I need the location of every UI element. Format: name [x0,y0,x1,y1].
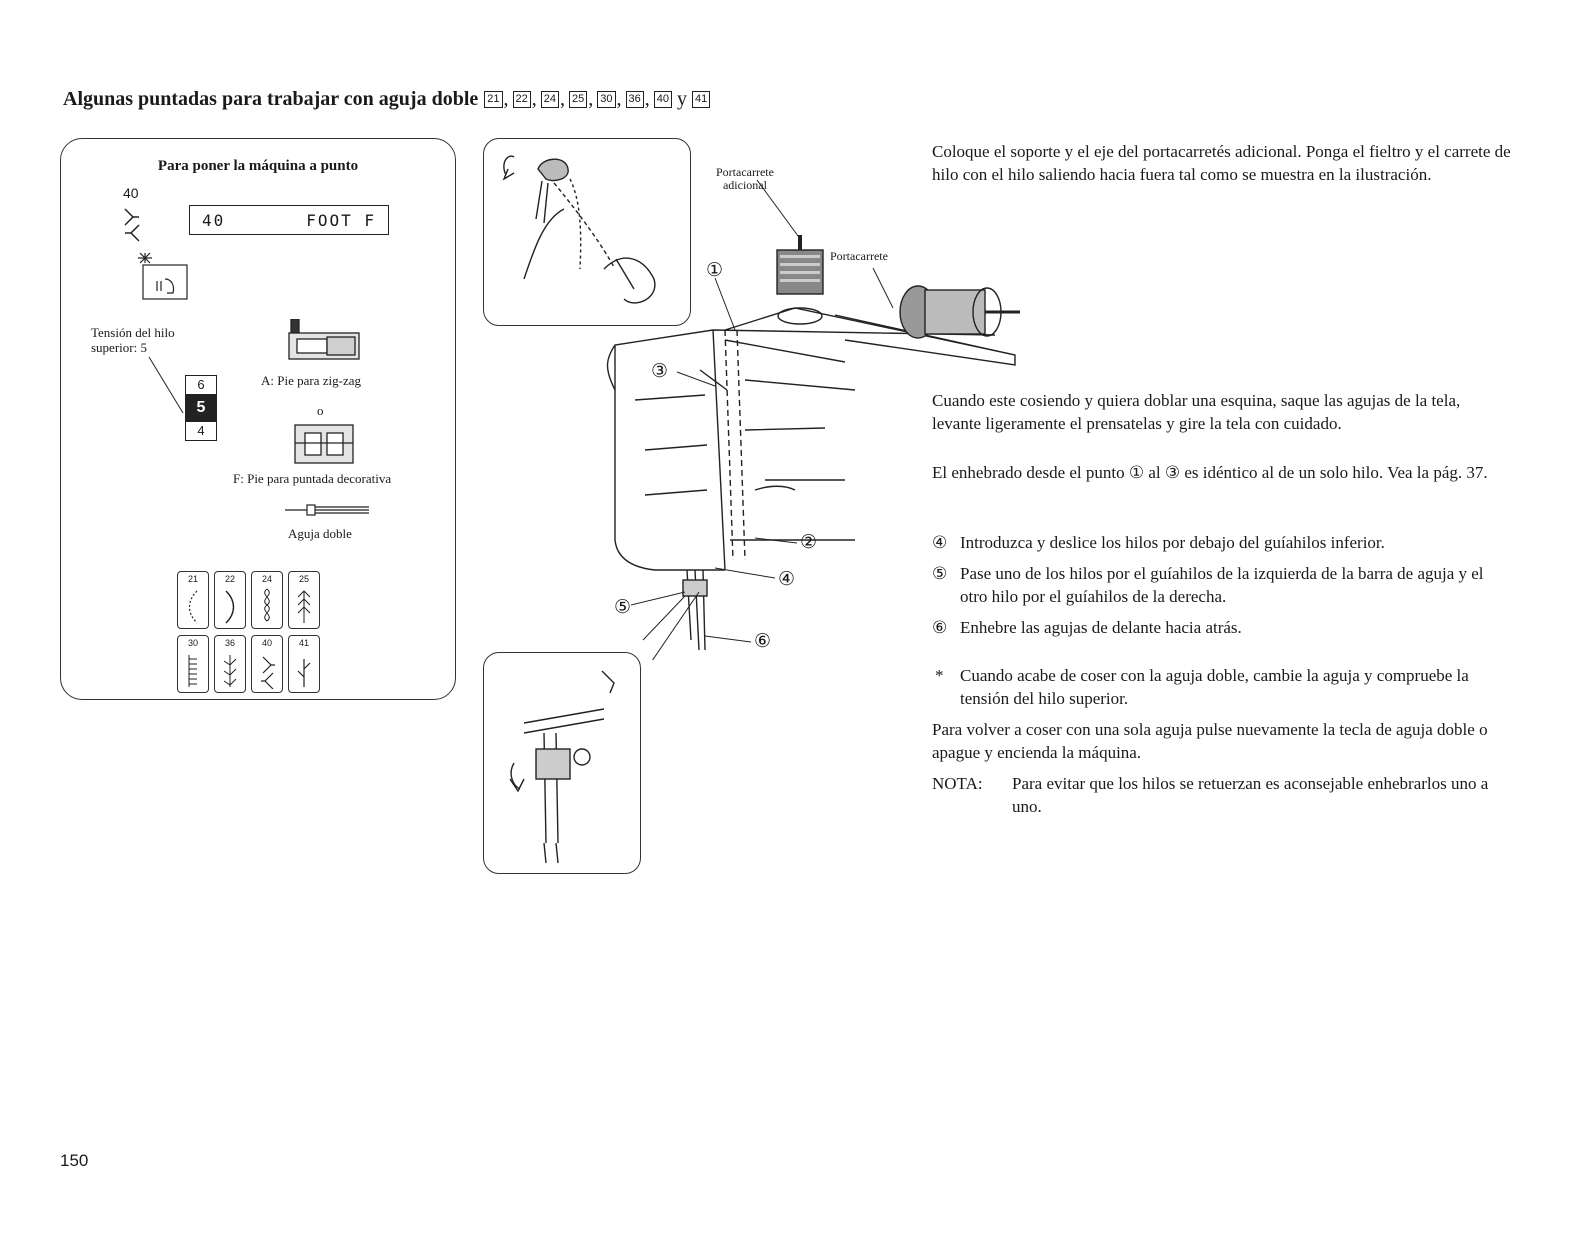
pattern-badge: 24 [540,91,560,108]
twin-needle-key-icon [138,252,188,300]
tension-dial: 6 5 4 [185,375,217,441]
note-paragraph: * Cuando acabe de coser con la aguja dob… [935,666,1469,708]
spool-pin-label: Portacarrete [830,249,888,263]
twin-needle-label: Aguja doble [288,526,352,541]
pattern-badge: 30 [597,91,616,108]
extra-spool-pin-label: Portacarrete adicional [716,165,774,192]
nota-block: NOTA: Para evitar que los hilos se retue… [932,772,1492,818]
foot-f-label: F: Pie para puntada decorativa [233,471,392,486]
nota-text: Para evitar que los hilos se retuerzan e… [1012,774,1489,816]
pattern-tile-grid: 21 22 24 25 30 36 40 41 [177,571,320,693]
foot-a-label: A: Pie para zig-zag [261,373,361,388]
callout-5: ⑤ [614,597,632,618]
page-number: 150 [60,1151,89,1170]
pointer-line [148,356,184,414]
corner-paragraph: Cuando este cosiendo y quiera doblar una… [932,391,1461,433]
pattern-badge: 21 [484,91,503,108]
pattern-tile-21: 21 [177,571,209,629]
hands-threading-illustration [502,155,656,304]
pattern-tile-24: 24 [251,571,283,629]
heading-pattern-list: 21, 22, 24, 25, 30, 36, 40 y 41 [483,88,711,111]
tension-selected: 5 [186,395,216,421]
needle-bar-illustration [509,670,615,864]
machine-setup-panel: Para poner la máquina a punto 40 40 FOOT… [60,138,456,700]
callout-6: ⑥ [754,631,772,652]
list-item: ⑤ Pase uno de los hilos por el guíahilos… [932,564,1484,606]
nota-label: NOTA: [932,774,983,793]
callout-3: ③ [651,361,669,382]
single-needle-paragraph: Para volver a coser con una sola aguja p… [932,720,1488,762]
callout-2: ② [800,532,818,553]
heading-connector: y [677,88,688,110]
pattern-tile-30: 30 [177,635,209,693]
lcd-display: 40 FOOT F [189,205,389,235]
pattern-badge: 25 [569,91,588,108]
pattern-badge: 41 [692,91,711,108]
intro-paragraph: Coloque el soporte y el eje del portacar… [932,142,1511,184]
list-item: ⑥ Enhebre las agujas de delante hacia at… [932,618,1242,637]
section-heading: Algunas puntadas para trabajar con aguja… [63,88,711,111]
pattern-badge: 36 [625,91,644,108]
pattern-badge: 22 [512,91,531,108]
steps-list: ④ Introduzca y deslice los hilos por deb… [932,531,1512,647]
threading-paragraph: El enhebrado desde el punto ① al ③ es id… [932,463,1488,482]
heading-title: Algunas puntadas para trabajar con aguja… [63,88,479,110]
thread-guide-detail-inset [483,138,691,326]
twin-needle-icon [285,504,369,516]
stitch-symbol-icon [124,208,140,242]
pattern-tile-25: 25 [288,571,320,629]
pattern-badge: 40 [653,91,673,108]
callout-1: ① [706,260,724,281]
pattern-tile-41: 41 [288,635,320,693]
pattern-tile-40: 40 [251,635,283,693]
panel-title: Para poner la máquina a punto [157,158,359,174]
pattern-tile-36: 36 [214,635,246,693]
callout-4: ④ [778,569,796,590]
list-item: ④ Introduzca y deslice los hilos por deb… [932,533,1385,552]
decorative-foot-icon [294,424,354,464]
or-label: o [317,403,324,418]
needle-threading-detail-inset [483,652,641,874]
tension-label: Tensión del hilo superior: 5 [91,325,175,355]
sewing-machine-diagram [606,179,1020,660]
pattern-tile-22: 22 [214,571,246,629]
lcd-stitch-value: 40 [202,210,226,230]
lcd-foot-value: FOOT F [306,210,376,230]
zigzag-foot-icon [288,319,360,360]
stitch-number-label: 40 [123,185,139,201]
